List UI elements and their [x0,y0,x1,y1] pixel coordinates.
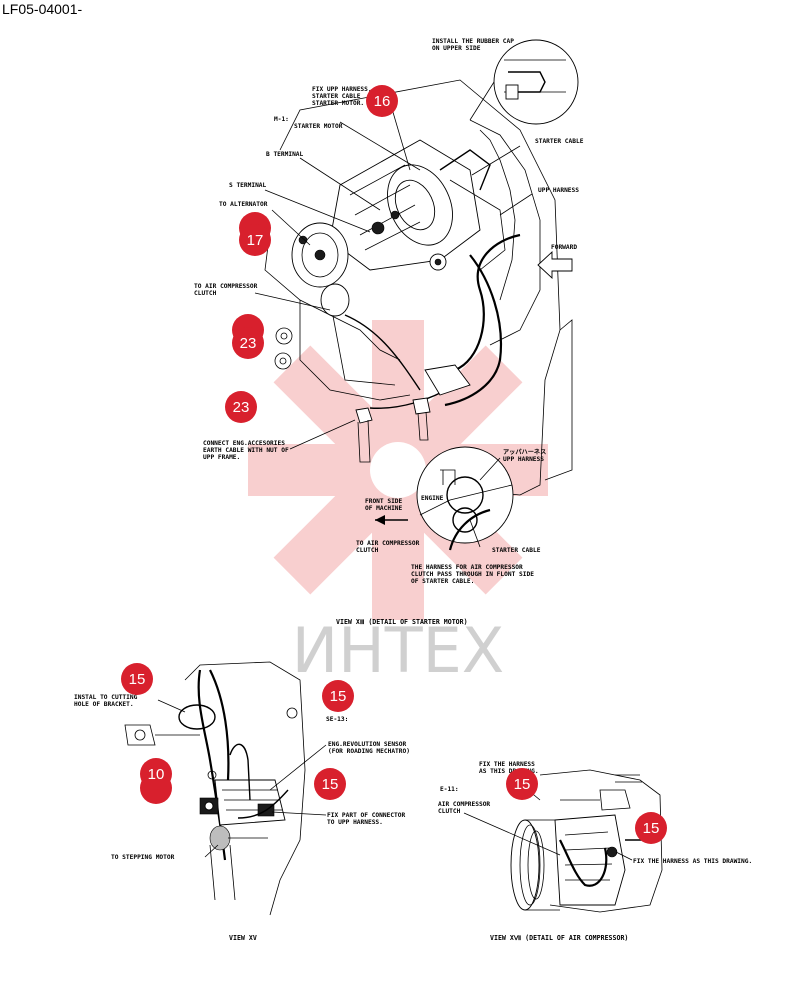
callout-15b-label: 15 [330,688,347,705]
label-detail-air: TO AIR COMPRESSOR [356,540,420,547]
watermark-text: ИНТЕХ [292,614,505,687]
label-s-terminal: S TERMINAL [229,182,267,189]
callout-15-compressor[interactable]: 15 [506,768,538,800]
callout-15d-label: 15 [514,776,531,793]
label-instal: INSTAL TO CUTTING [74,694,138,701]
caption-view-xvi: VIEW XⅦ (DETAIL OF AIR COMPRESSOR) [490,934,628,942]
label-stepping: TO STEPPING MOTOR [111,854,175,861]
view-xvi-drawing [463,769,663,913]
rubber-cap-inset [469,39,579,125]
label-instal-2: HOLE OF BRACKET. [74,701,134,708]
label-detail-air-2: CLUTCH [356,547,379,554]
label-b-terminal: B TERMINAL [266,151,304,158]
alternator [291,222,350,317]
label-fix-upp-2: STARTER CABLE [312,93,361,100]
callout-23b-label: 23 [233,399,250,416]
callout-17[interactable]: 17 [239,212,271,256]
label-air-comp-2: CLUTCH [438,808,461,815]
label-sensor-2: (FOR ROADING MECHATRO) [328,748,410,755]
label-fix-harness-right: FIX THE HARNESS AS THIS DRAWING. [633,858,752,865]
label-connector: FIX PART OF CONNECTOR [327,812,406,819]
view-xv-labels: INSTAL TO CUTTING HOLE OF BRACKET. SE-13… [74,694,410,942]
label-air-comp: AIR COMPRESSOR [438,801,490,808]
label-fix-harness: FIX THE HARNESS [479,761,535,768]
callout-17-label: 17 [247,232,264,249]
callout-10-label: 10 [148,766,165,783]
label-note-2: CLUTCH PASS THROUGH IN FLONT SIDE [411,571,534,578]
label-detail-starter: STARTER CABLE [492,547,541,554]
label-earth-2: EARTH CABLE WITH NUT OF [203,447,289,454]
callout-15-sensor[interactable]: 15 [322,680,354,712]
view-xiii-drawing [254,39,579,551]
label-jp-upp-2: UPP HARNESS [503,456,544,463]
watermark-logo [248,320,548,620]
label-rubber-cap: INSTALL THE RUBBER CAP [432,38,514,45]
label-to-air-comp-2: CLUTCH [194,290,217,297]
compressor-pulley [510,819,560,911]
label-front-side: FRONT SIDE [365,498,403,505]
label-jp-upp: アッパハーネス [503,448,546,456]
callout-15-bracket[interactable]: 15 [121,663,153,695]
callout-15e-label: 15 [643,820,660,837]
callout-23-lower[interactable]: 23 [225,391,257,423]
view-xv-drawing [124,661,327,916]
label-note: THE HARNESS FOR AIR COMPRESSOR [411,564,523,571]
starter-motor [329,139,506,271]
view-xiii-labels: INSTALL THE RUBBER CAP ON UPPER SIDE FIX… [194,38,584,626]
earth-bolt [355,407,373,463]
label-connector-2: TO UPP HARNESS. [327,819,383,826]
label-m1: M-1: [274,116,289,123]
label-engine: ENGINE [421,495,444,502]
callout-10[interactable]: 10 [140,758,172,804]
callout-16[interactable]: 16 [366,85,398,117]
label-se13: SE-13: [326,716,348,723]
caption-view-xiii: VIEW XⅢ (DETAIL OF STARTER MOTOR) [336,618,468,626]
label-fix-upp-3: STARTER MOTOR. [312,100,364,107]
forward-arrow [537,250,573,280]
label-fix-upp: FIX UPP HARNESS, [312,86,372,93]
label-to-alternator: TO ALTERNATOR [219,201,268,208]
label-starter-motor: STARTER MOTOR [294,123,343,130]
callout-15c-label: 15 [322,776,339,793]
label-fix-harness-2: AS THIS DRAWING. [479,768,539,775]
callout-23a-label: 23 [240,335,257,352]
label-sensor: ENG.REVOLUTION SENSOR [328,741,407,748]
callout-15-harness[interactable]: 15 [635,812,667,844]
page-code: LF05-04001- [2,1,83,17]
harness-detail-inset [416,446,514,551]
label-earth: CONNECT ENG.ACCESORIES [203,440,285,447]
label-note-3: OF STARTER CABLE. [411,578,474,585]
label-starter-cable: STARTER CABLE [535,138,584,145]
label-upp-harness: UPP HARNESS [538,187,579,194]
callout-15a-label: 15 [129,671,146,688]
callout-15-connector[interactable]: 15 [314,768,346,800]
label-forward: FORWARD [551,244,577,251]
caption-view-xv: VIEW XV [229,934,257,942]
callout-16-label: 16 [374,93,391,110]
frame-bolt [412,397,431,441]
view-xvi-labels: FIX THE HARNESS AS THIS DRAWING. E-11: A… [438,761,752,942]
label-rubber-cap-2: ON UPPER SIDE [432,45,481,52]
label-front-side-2: OF MACHINE [365,505,403,512]
label-earth-3: UPP FRAME. [203,454,240,461]
label-e11: E-11: [440,786,459,793]
callout-23-upper[interactable]: 23 [232,314,264,359]
label-to-air-comp: TO AIR COMPRESSOR [194,283,258,290]
